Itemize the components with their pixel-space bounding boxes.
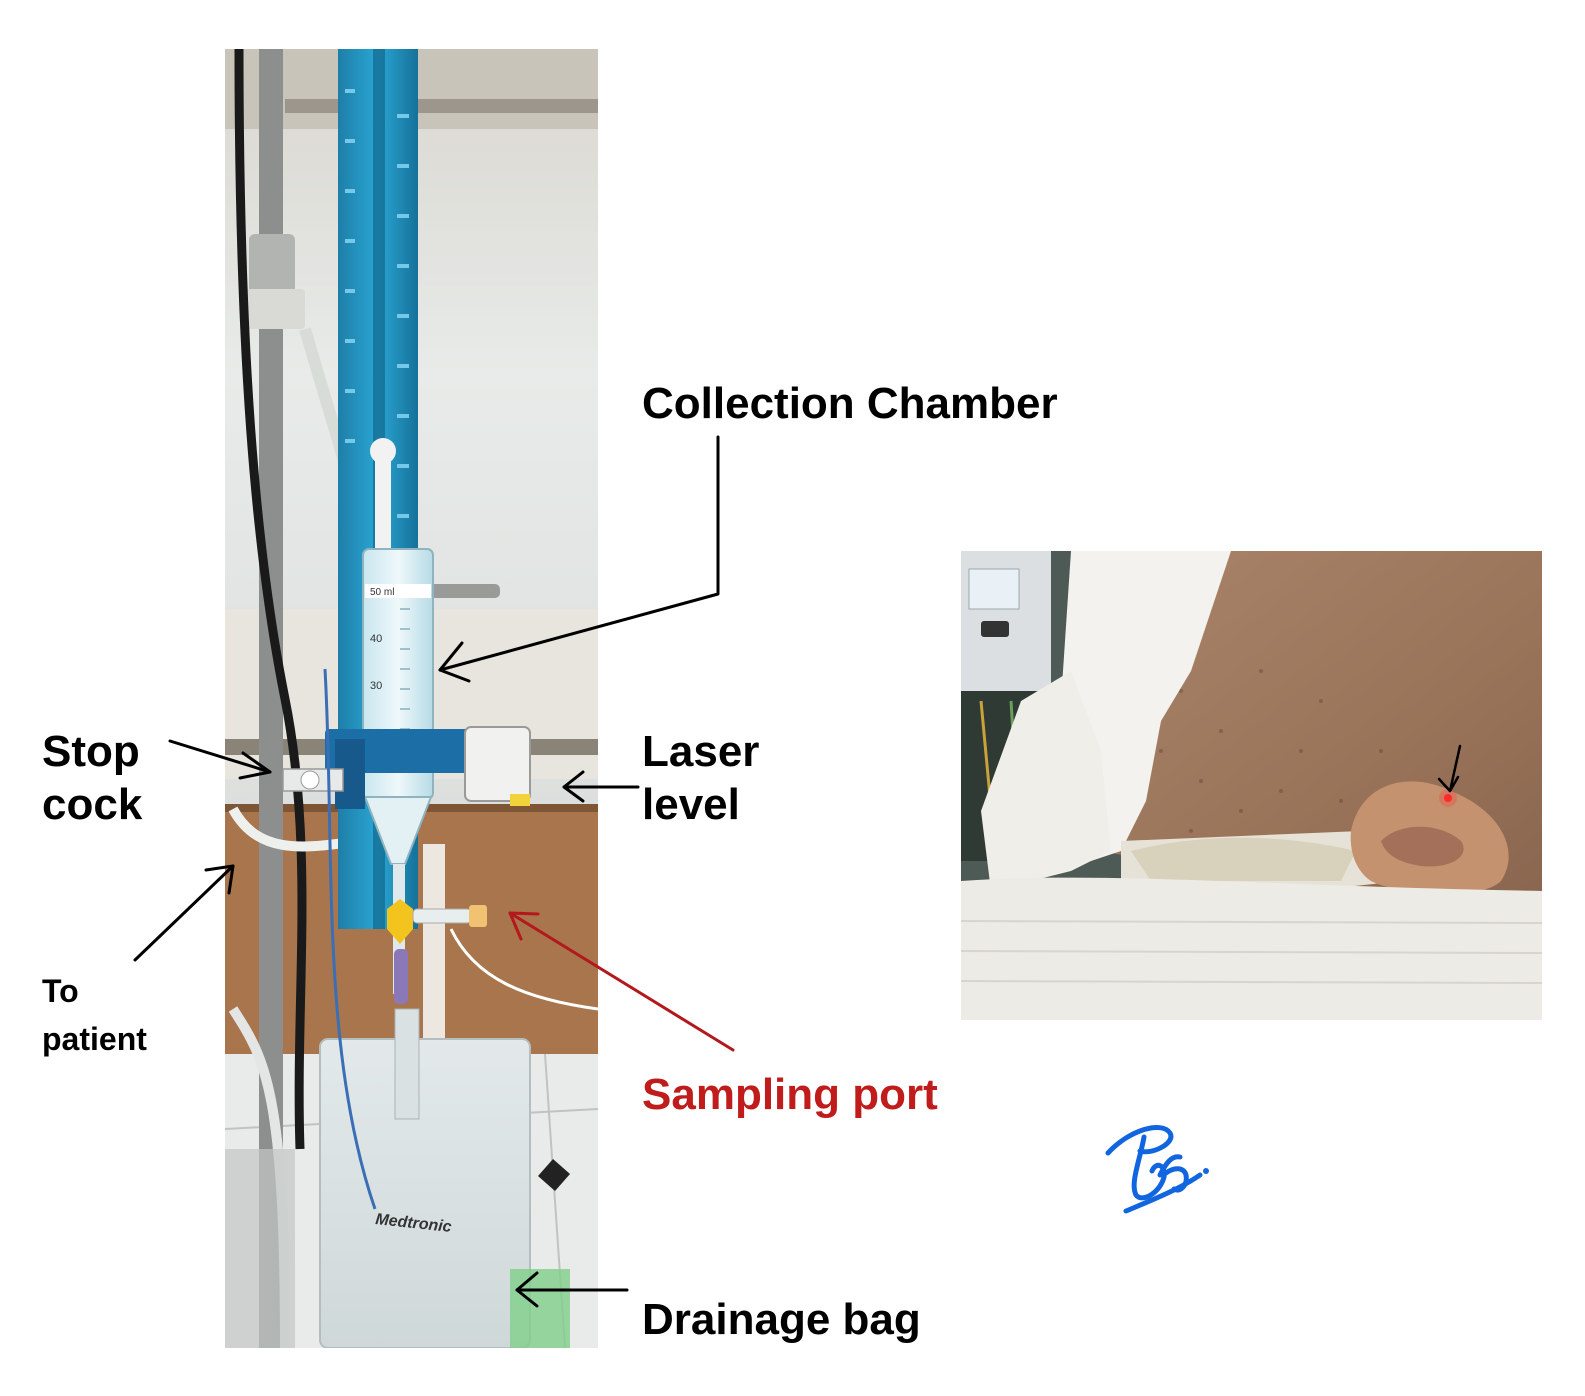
label-laser-level-line1: Laser [642,727,760,776]
scale-mark-30: 30 [370,680,382,692]
label-stop-cock-line1: Stop [42,727,140,776]
signature-icon [1105,1125,1209,1214]
label-sampling-port: Sampling port [642,1070,938,1119]
label-to-patient: To patient [42,967,147,1063]
label-laser-level: Laser level [642,726,759,832]
chamber-top-mark: 50 ml [370,587,394,598]
label-to-patient-line1: To [42,973,79,1009]
evd-system-photo: 50 ml 40 30 20 Medtroni [225,49,598,1348]
arrow-to-patient [133,864,235,962]
patient-laser-photo [961,551,1542,1020]
label-collection-chamber: Collection Chamber [642,379,1058,428]
label-laser-level-line2: level [642,779,740,829]
label-stop-cock-line2: cock [42,779,143,829]
scale-mark-40: 40 [370,633,382,645]
label-drainage-bag: Drainage bag [642,1295,921,1344]
label-to-patient-line2: patient [42,1021,147,1057]
label-stop-cock: Stop cock [42,726,142,832]
